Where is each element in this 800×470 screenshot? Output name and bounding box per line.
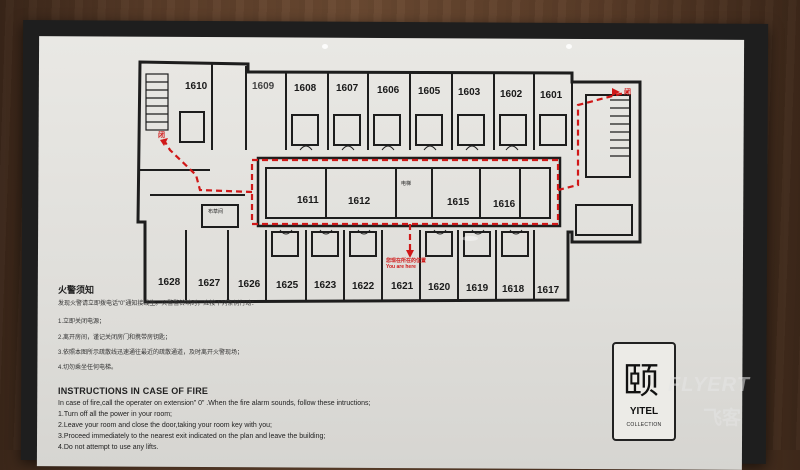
watermark-zh: 飞客 <box>703 408 742 429</box>
light-glare <box>322 44 328 49</box>
notice-en-step: 2.Leave your room and close the door,tak… <box>58 422 273 429</box>
room-number: 1618 <box>502 284 525 295</box>
room-number: 1628 <box>158 277 181 288</box>
logo-brand: YITEL <box>629 406 659 417</box>
exit-label-right: 闭 <box>624 89 631 96</box>
watermark-text: FLYERT <box>668 374 750 396</box>
room-number: 1617 <box>537 285 560 296</box>
notice-zh-title: 火警须知 <box>58 285 95 295</box>
room-number: 1621 <box>391 281 414 292</box>
room-number: 1626 <box>238 279 261 290</box>
notice-en-intro: In case of fire,call the operater on ext… <box>58 400 371 407</box>
room-number: 1616 <box>493 199 516 210</box>
room-number: 1606 <box>377 85 400 96</box>
you-are-here-en: You are here <box>386 264 416 270</box>
room-number: 1609 <box>252 81 275 92</box>
yitel-logo: 颐 YITEL COLLECTION <box>612 342 676 441</box>
room-number: 1611 <box>297 195 319 206</box>
floor-plan <box>136 60 642 304</box>
notice-en-step: 4.Do not attempt to use any lifts. <box>58 444 159 451</box>
room-number: 1615 <box>447 197 470 208</box>
room-number: 1608 <box>294 83 317 94</box>
light-glare <box>566 44 572 49</box>
room-number: 1619 <box>466 283 489 294</box>
room-number: 1602 <box>500 89 523 100</box>
room-number: 1612 <box>348 196 371 207</box>
room-number: 1601 <box>540 90 563 101</box>
notice-zh-step: 2.离开房间，谨记关闭房门和携带房钥匙； <box>58 335 172 341</box>
room-number: 1603 <box>458 87 481 98</box>
room-number: 1622 <box>352 281 375 292</box>
room-number: 1607 <box>336 83 359 94</box>
notice-zh-step: 1.立即关闭电源； <box>58 319 106 325</box>
notice-zh-step: 3.依照本图所示疏散线迅速通往最近的疏散通道，及时离开火警现场； <box>58 350 244 356</box>
exit-label-left: 闭 <box>158 132 165 139</box>
room-number: 1620 <box>428 282 451 293</box>
light-glare <box>462 236 478 241</box>
notice-en-step: 1.Turn off all the power in your room; <box>58 411 172 418</box>
you-are-here-label: 您现在所在的位置 You are here <box>386 258 434 270</box>
room-number: 1605 <box>418 86 441 97</box>
notice-en-step: 3.Proceed immediately to the nearest exi… <box>58 433 326 440</box>
lift-label: 电梯 <box>401 181 412 187</box>
notice-zh-step: 4.切勿乘坐任何电梯。 <box>58 365 118 371</box>
you-are-here-zh: 您现在所在的位置 <box>386 258 427 264</box>
room-number: 1627 <box>198 278 221 289</box>
room-number: 1610 <box>185 81 208 92</box>
room-number: 1623 <box>314 280 337 291</box>
logo-character: 颐 <box>623 361 660 402</box>
room-number: 1625 <box>276 280 299 291</box>
notice-zh-intro: 发现火警请立即拨电话“0”通知接线生。火警警铃响时，应按下列条例行动： <box>58 301 258 307</box>
logo-sub: COLLECTION <box>626 422 662 428</box>
linen-room-label: 布草间 <box>208 209 224 215</box>
notice-en-title: INSTRUCTIONS IN CASE OF FIRE <box>58 386 209 396</box>
